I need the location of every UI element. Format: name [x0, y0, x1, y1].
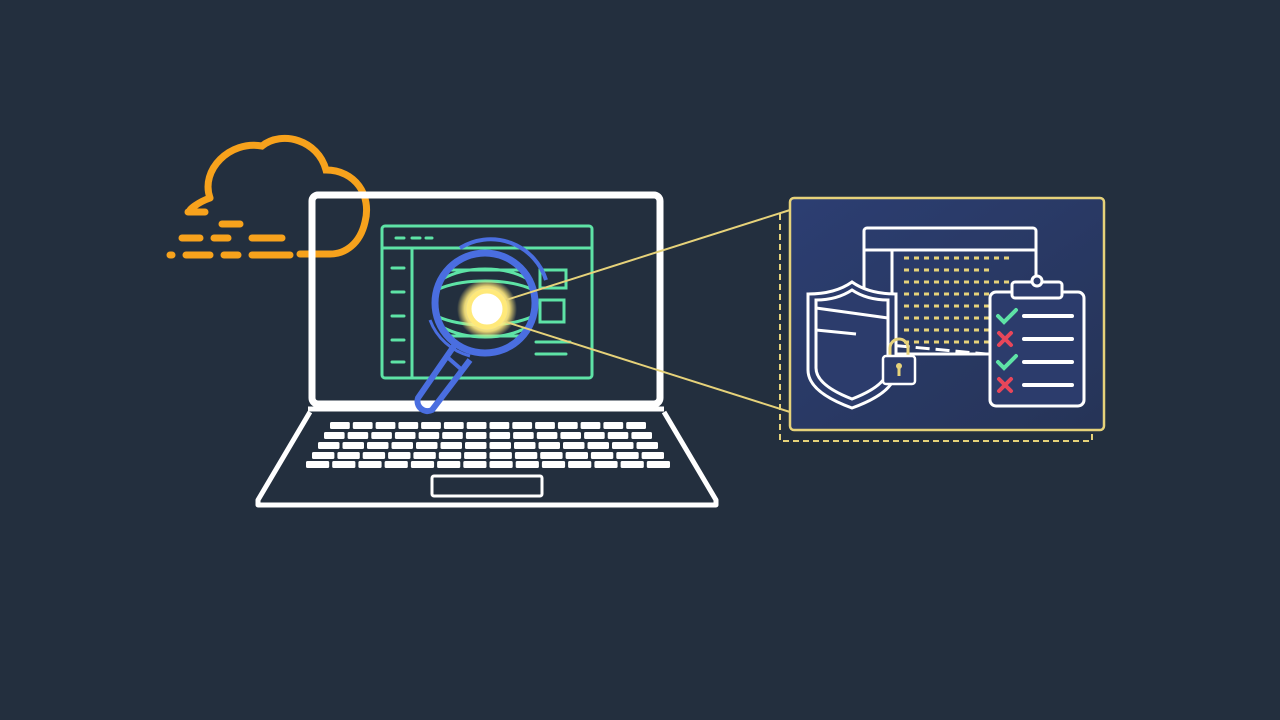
keyboard-key: [568, 461, 592, 468]
keyboard-key: [367, 442, 389, 449]
keyboard-key: [440, 442, 462, 449]
cross-icon: [997, 377, 1013, 393]
keyboard-key: [466, 422, 487, 429]
keyboard-key: [324, 432, 345, 439]
keyboard-key: [513, 432, 534, 439]
keyboard-key: [318, 442, 340, 449]
keyboard-key: [347, 432, 369, 439]
shield-icon: [806, 280, 898, 410]
keyboard-key: [512, 422, 533, 429]
keyboard-key: [580, 422, 601, 429]
keyboard-key: [612, 442, 634, 449]
keyboard-key: [565, 452, 588, 459]
keyboard-key: [416, 442, 438, 449]
keyboard-key: [384, 461, 408, 468]
laptop-screen: [308, 191, 664, 408]
security-detail-panel: [779, 196, 1106, 442]
keyboard-key: [388, 452, 411, 459]
keyboard-key: [410, 461, 435, 468]
keyboard-key: [443, 422, 464, 429]
keyboard-key: [631, 432, 652, 439]
keyboard-key: [442, 432, 463, 439]
callout-connector: [505, 209, 791, 413]
keyboard-key: [620, 461, 644, 468]
keyboard-key: [603, 422, 624, 429]
keyboard-key: [538, 442, 560, 449]
keyboard-key: [535, 422, 555, 429]
keyboard-key: [362, 452, 386, 459]
check-icon: [996, 308, 1018, 325]
keyboard-key: [391, 442, 413, 449]
keyboard-key: [540, 452, 563, 459]
keyboard-key: [463, 461, 487, 468]
keyboard-key: [358, 461, 382, 468]
magnifying-glass-icon: [414, 237, 548, 415]
keyboard-key: [541, 461, 566, 468]
keyboard-key: [352, 422, 373, 429]
keyboard-key: [465, 442, 487, 449]
keyboard-key: [306, 461, 330, 468]
keyboard-key: [646, 461, 670, 468]
keyboard-key: [557, 422, 578, 429]
keyboard-key: [536, 432, 558, 439]
keyboard-key: [489, 452, 512, 459]
clipboard-checklist-icon: [988, 274, 1086, 408]
keyboard-key: [641, 452, 664, 459]
keyboard-key: [489, 422, 510, 429]
laptop-base: [255, 410, 719, 508]
keyboard-key: [464, 452, 487, 459]
keyboard-key: [590, 452, 614, 459]
keyboard-key: [616, 452, 639, 459]
keyboard-key: [514, 442, 536, 449]
keyboard-key: [398, 422, 419, 429]
keyboard-key: [489, 432, 511, 439]
keyboard-key: [438, 452, 462, 459]
keyboard-key: [371, 432, 392, 439]
keyboard-key: [489, 461, 513, 468]
keyboard-key: [465, 432, 487, 439]
keyboard-key: [607, 432, 629, 439]
cloud-icon: [166, 134, 370, 259]
keyboard-key: [584, 432, 605, 439]
keyboard-key: [332, 461, 356, 468]
keyboard-key: [421, 422, 441, 429]
keyboard-key: [337, 452, 360, 459]
padlock-icon: [881, 337, 917, 386]
keyboard-key: [489, 442, 511, 449]
checklist-items: [996, 308, 1074, 393]
keyboard-key: [312, 452, 335, 459]
keyboard-key: [636, 442, 658, 449]
keyboard: [306, 422, 670, 468]
trackpad: [430, 474, 544, 498]
keyboard-key: [514, 452, 538, 459]
keyboard-key: [413, 452, 436, 459]
keyboard-key: [394, 432, 416, 439]
app-window-icon: [380, 224, 594, 380]
keyboard-key: [437, 461, 461, 468]
keyboard-key: [594, 461, 618, 468]
keyboard-key: [330, 422, 350, 429]
keyboard-key: [515, 461, 539, 468]
document-text-lines: [904, 256, 1010, 344]
keyboard-key: [418, 432, 440, 439]
keyboard-key: [342, 442, 364, 449]
laptop-icon: [255, 191, 719, 508]
check-icon: [996, 354, 1018, 371]
cross-icon: [997, 331, 1013, 347]
keyboard-key: [375, 422, 396, 429]
keyboard-key: [587, 442, 609, 449]
keyboard-key: [626, 422, 646, 429]
keyboard-key: [563, 442, 585, 449]
keyboard-key: [560, 432, 581, 439]
